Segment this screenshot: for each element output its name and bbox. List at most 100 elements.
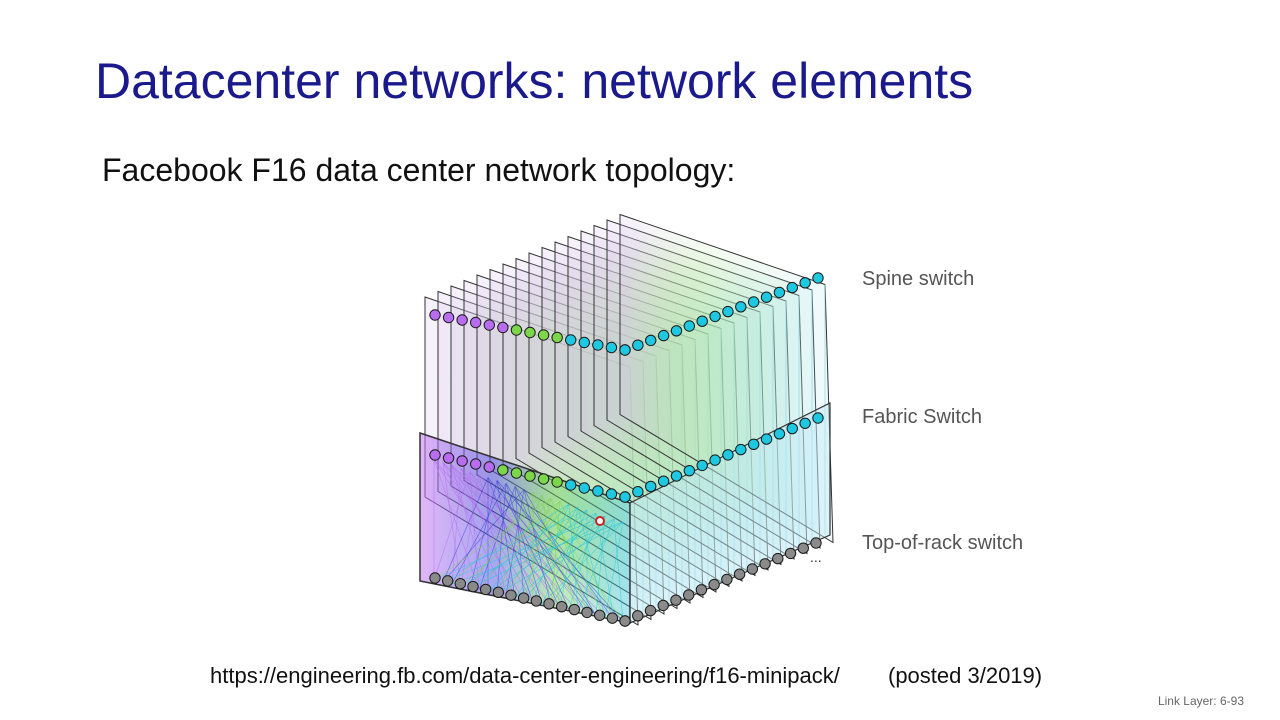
front-link (496, 480, 516, 598)
fabric-switch-node (632, 486, 644, 498)
front-link (433, 497, 552, 581)
front-link (442, 462, 462, 587)
front-link (523, 489, 597, 616)
spine-switch-node (760, 291, 773, 303)
front-link (469, 518, 615, 589)
front-link (478, 474, 570, 610)
fabric-switch-node (799, 417, 811, 429)
spine-switch-node (456, 314, 468, 326)
top-of-rack-switch-node (708, 578, 720, 591)
front-link (514, 486, 570, 610)
front-link (577, 518, 615, 612)
front-link (469, 492, 534, 589)
fabric-switch-node (773, 428, 786, 440)
front-link (505, 483, 588, 614)
front-link (478, 474, 615, 620)
fabric-switch-node (696, 459, 708, 472)
fabric-switch-node (483, 461, 495, 473)
spine-switch-node (483, 319, 495, 331)
front-link (496, 495, 543, 595)
top-of-rack-switch-node (568, 603, 581, 616)
fabric-switch-node (551, 476, 563, 488)
fabric-switch-node (497, 464, 509, 476)
fabric-switch-node (735, 443, 747, 456)
fabric-switch-node (619, 491, 631, 503)
f16-topology-diagram: ... (419, 213, 834, 627)
switch-nodes (429, 272, 824, 627)
front-link (469, 471, 480, 591)
top-of-rack-switch-node (606, 612, 619, 624)
spine-switch-node (524, 326, 536, 339)
top-of-rack-switch-node (657, 599, 669, 612)
source-link[interactable]: https://engineering.fb.com/data-center-e… (210, 663, 840, 688)
front-link (613, 518, 624, 622)
top-of-rack-switch-node (619, 615, 631, 627)
fabric-switch-node (605, 488, 618, 500)
top-of-rack-switch-node (784, 547, 797, 560)
top-of-rack-switch-node (797, 542, 809, 554)
top-of-rack-switch-node (530, 595, 543, 607)
front-link (451, 521, 624, 585)
front-link (460, 474, 480, 587)
spine-switch-node (670, 325, 683, 337)
front-link (460, 500, 561, 587)
top-of-rack-switch-node (543, 598, 555, 610)
spine-switch-node (786, 281, 798, 294)
spine-switch-node (722, 305, 734, 318)
top-of-rack-switch-node (467, 580, 479, 593)
spine-switch-node (619, 344, 631, 356)
front-link (541, 509, 588, 604)
slide-subtitle: Facebook F16 data center network topolog… (102, 152, 736, 188)
top-of-rack-switch-node (733, 568, 746, 580)
fabric-switch-node (645, 480, 657, 493)
fabric-switch-node (760, 433, 773, 445)
spine-switch-node (429, 309, 441, 321)
front-link (487, 477, 534, 602)
front-link (514, 518, 615, 599)
front-link (478, 498, 552, 591)
front-link (595, 516, 606, 616)
front-links (433, 459, 624, 622)
spine-switch-node (683, 320, 696, 332)
top-of-rack-switch-node (632, 610, 644, 622)
spine-switch-node (605, 341, 618, 354)
spine-switch-node (709, 310, 721, 323)
top-of-rack-switch-node (441, 575, 454, 587)
fabric-switch-node (683, 464, 696, 477)
front-link (550, 515, 606, 607)
top-of-rack-switch-node (429, 572, 441, 584)
front-link (487, 503, 570, 593)
fabric-switch-node (747, 438, 760, 451)
front-link (478, 474, 507, 596)
top-of-rack-switch-label: Top-of-rack switch (862, 532, 1024, 554)
front-link (487, 515, 606, 593)
front-link (433, 471, 471, 581)
top-of-rack-switch-node (479, 583, 492, 596)
front-link (559, 507, 579, 608)
ellipsis-mark: ... (810, 549, 822, 565)
fabric-switch-node (657, 475, 670, 487)
fabric-switch-node (709, 454, 721, 466)
top-of-rack-switch-node (746, 563, 759, 575)
top-of-rack-switch-node (759, 558, 771, 570)
top-of-rack-switch-node (670, 594, 682, 606)
spine-switch-node (537, 329, 550, 341)
front-link (487, 477, 597, 616)
fabric-switch-node (722, 449, 734, 461)
spine-switch-node (592, 339, 604, 351)
spine-switch-node (578, 336, 590, 349)
front-link (514, 486, 525, 600)
front-link (451, 468, 462, 585)
fabric-switch-node (429, 449, 441, 461)
spine-switch-node (657, 329, 670, 342)
top-of-rack-switch-node (581, 606, 593, 619)
fabric-switch-node (565, 479, 577, 491)
spine-switch-node (510, 324, 523, 336)
front-link (496, 521, 624, 595)
spine-switch-node (747, 296, 760, 308)
front-link (460, 512, 597, 587)
fabric-switch-node (456, 455, 468, 467)
spine-switch-node (696, 315, 708, 327)
front-link (550, 501, 561, 606)
